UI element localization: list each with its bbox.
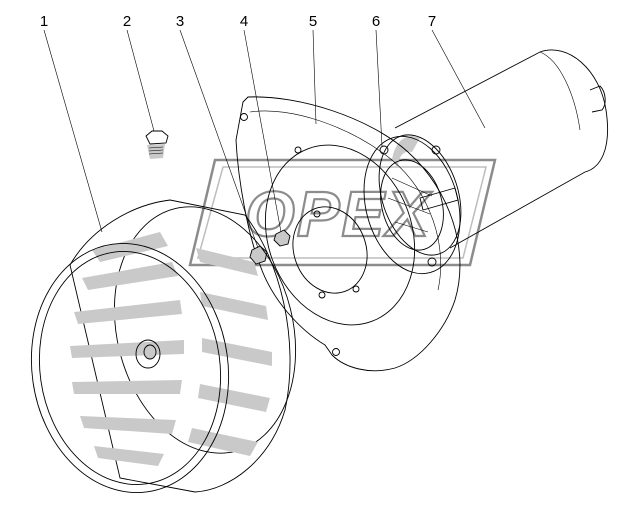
callout-2: 2 xyxy=(123,13,131,30)
callout-7: 7 xyxy=(428,13,436,30)
part-6-motor-flange xyxy=(363,135,461,275)
callout-6: 6 xyxy=(372,13,380,30)
leader-lines xyxy=(43,29,486,249)
part-5-mounting-plate xyxy=(235,96,461,372)
leader-line-7 xyxy=(431,29,486,129)
callout-1: 1 xyxy=(40,13,48,30)
callout-labels: 1 2 3 4 5 6 7 xyxy=(40,13,436,30)
callout-3: 3 xyxy=(176,13,184,30)
leader-line-6 xyxy=(375,29,383,147)
leader-line-1 xyxy=(43,29,103,233)
watermark-text: OPEX xyxy=(245,178,432,250)
leader-line-2 xyxy=(126,29,155,132)
leader-line-3 xyxy=(179,29,259,249)
leader-line-5 xyxy=(312,29,317,125)
callout-4: 4 xyxy=(240,13,248,30)
watermark-logo: OPEX xyxy=(188,158,497,267)
part-1-impeller xyxy=(30,199,297,493)
callout-5: 5 xyxy=(309,13,317,30)
leader-line-4 xyxy=(243,29,282,233)
part-2-bolt xyxy=(145,130,169,159)
part-4-nut xyxy=(273,229,291,247)
